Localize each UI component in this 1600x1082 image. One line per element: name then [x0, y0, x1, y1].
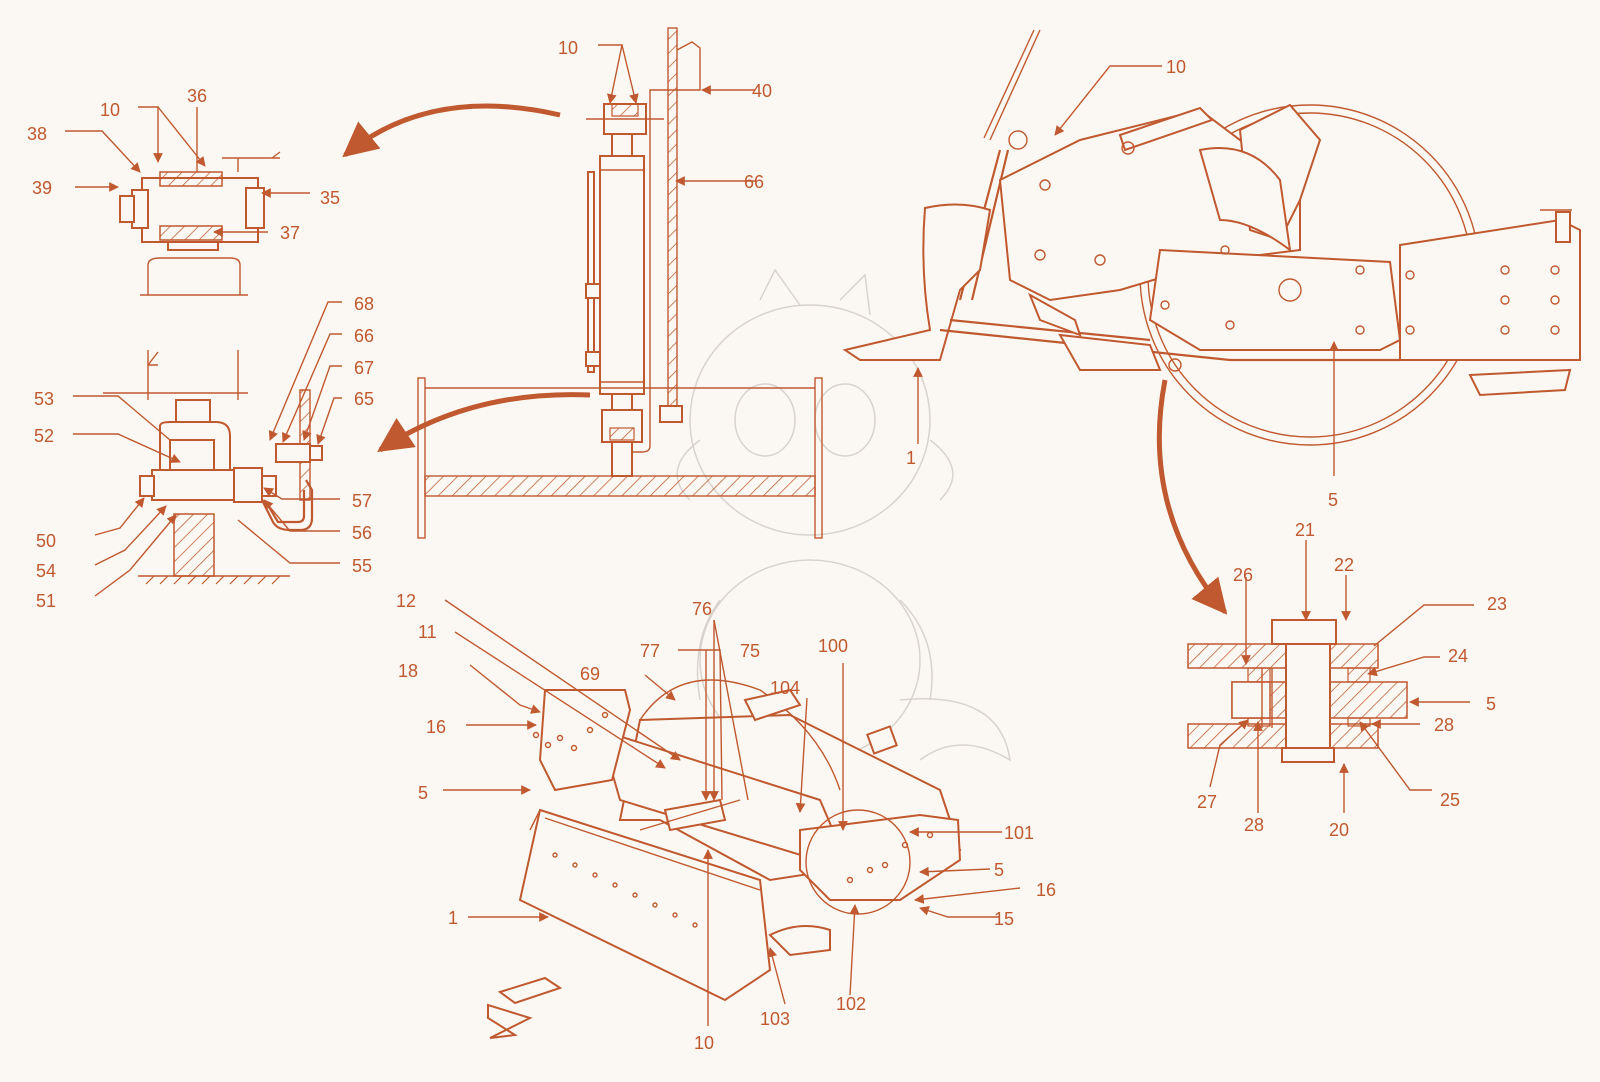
- label-hub-28a: 28: [1434, 715, 1454, 735]
- label-bl-75: 75: [740, 641, 760, 661]
- label-tr-10: 10: [1166, 57, 1186, 77]
- label-br-66: 66: [354, 326, 374, 346]
- label-hub-21: 21: [1295, 520, 1315, 540]
- label-br-56: 56: [352, 523, 372, 543]
- pivot-detail: [119, 151, 281, 296]
- label-bl-100: 100: [818, 636, 848, 656]
- label-bl-76: 76: [692, 599, 712, 619]
- label-hub-26: 26: [1233, 565, 1253, 585]
- label-hub-23: 23: [1487, 594, 1507, 614]
- hub-section: [1187, 619, 1408, 763]
- tractor-side-view: [842, 29, 1581, 446]
- label-bl-18: 18: [398, 661, 418, 681]
- label-br-67: 67: [354, 358, 374, 378]
- label-cyl-66: 66: [744, 172, 764, 192]
- label-br-53: 53: [34, 389, 54, 409]
- label-bl-103: 103: [760, 1009, 790, 1029]
- label-hub-5: 5: [1486, 694, 1496, 714]
- label-bl-16b: 16: [1036, 880, 1056, 900]
- label-cyl-40: 40: [752, 81, 772, 101]
- label-cyl-10: 10: [558, 38, 578, 58]
- cylinder-view: [417, 27, 823, 539]
- label-br-54: 54: [36, 561, 56, 581]
- label-pivot-10: 10: [100, 100, 120, 120]
- label-bl-16a: 16: [426, 717, 446, 737]
- label-bl-69: 69: [580, 664, 600, 684]
- label-br-68: 68: [354, 294, 374, 314]
- label-bl-5b: 5: [994, 860, 1004, 880]
- label-pivot-35: 35: [320, 188, 340, 208]
- label-bl-12: 12: [396, 591, 416, 611]
- label-bl-101: 101: [1004, 823, 1034, 843]
- label-pivot-37: 37: [280, 223, 300, 243]
- label-bl-102: 102: [836, 994, 866, 1014]
- leader-lines: [65, 44, 1474, 1026]
- label-hub-24: 24: [1448, 646, 1468, 666]
- label-hub-25: 25: [1440, 790, 1460, 810]
- label-pivot-36: 36: [187, 86, 207, 106]
- label-bl-77: 77: [640, 641, 660, 661]
- label-bl-11: 11: [418, 622, 437, 642]
- label-bl-15: 15: [994, 909, 1014, 929]
- label-bl-104: 104: [770, 678, 800, 698]
- label-hub-27: 27: [1197, 792, 1217, 812]
- view-arrows: [342, 103, 1228, 615]
- label-pivot-38: 38: [27, 124, 47, 144]
- label-br-52: 52: [34, 426, 54, 446]
- blade-assembly: [518, 679, 962, 1002]
- callout-labels: 10 36 38 39 35 37 10 40 66 68 66 67 65 5…: [27, 38, 1507, 1053]
- label-tr-5: 5: [1328, 490, 1338, 510]
- label-bl-10: 10: [694, 1033, 714, 1053]
- label-br-55: 55: [352, 556, 372, 576]
- label-tr-1: 1: [906, 448, 916, 468]
- label-bl-5a: 5: [418, 783, 428, 803]
- direction-arrow: [487, 976, 563, 1039]
- watermark-figure: [676, 268, 1011, 762]
- label-br-65: 65: [354, 389, 374, 409]
- label-hub-20: 20: [1329, 820, 1349, 840]
- label-bl-1: 1: [448, 908, 458, 928]
- label-hub-28b: 28: [1244, 815, 1264, 835]
- bracket-detail: [103, 350, 323, 585]
- label-hub-22: 22: [1334, 555, 1354, 575]
- label-br-57: 57: [352, 491, 372, 511]
- label-pivot-39: 39: [32, 178, 52, 198]
- label-br-51: 51: [36, 591, 56, 611]
- label-br-50: 50: [36, 531, 56, 551]
